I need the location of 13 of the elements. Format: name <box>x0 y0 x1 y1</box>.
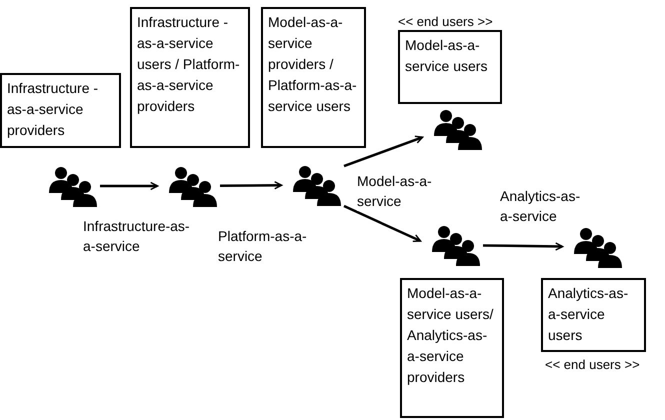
arrow <box>220 181 282 190</box>
end-users-note: << end users >> <box>545 357 640 372</box>
role-box: Model-as-a-service users/ Analytics-as-a-service providers <box>400 278 504 418</box>
role-box: Infrastructure -as-a-service users / Platform-as-a-service providers <box>130 7 250 148</box>
end-users-note: << end users >> <box>398 14 493 29</box>
role-box: Infrastructure -as-a-service providers <box>0 73 121 148</box>
arrow <box>482 242 564 251</box>
arrow <box>344 136 424 168</box>
role-box: Model-as-a-service users <box>398 30 502 104</box>
role-box: Model-as-a-service providers / Platform-as-a-service users <box>261 7 366 148</box>
role-box: Analytics-as-a-service users <box>541 278 646 352</box>
arrow <box>100 182 158 190</box>
arrow <box>343 204 422 242</box>
